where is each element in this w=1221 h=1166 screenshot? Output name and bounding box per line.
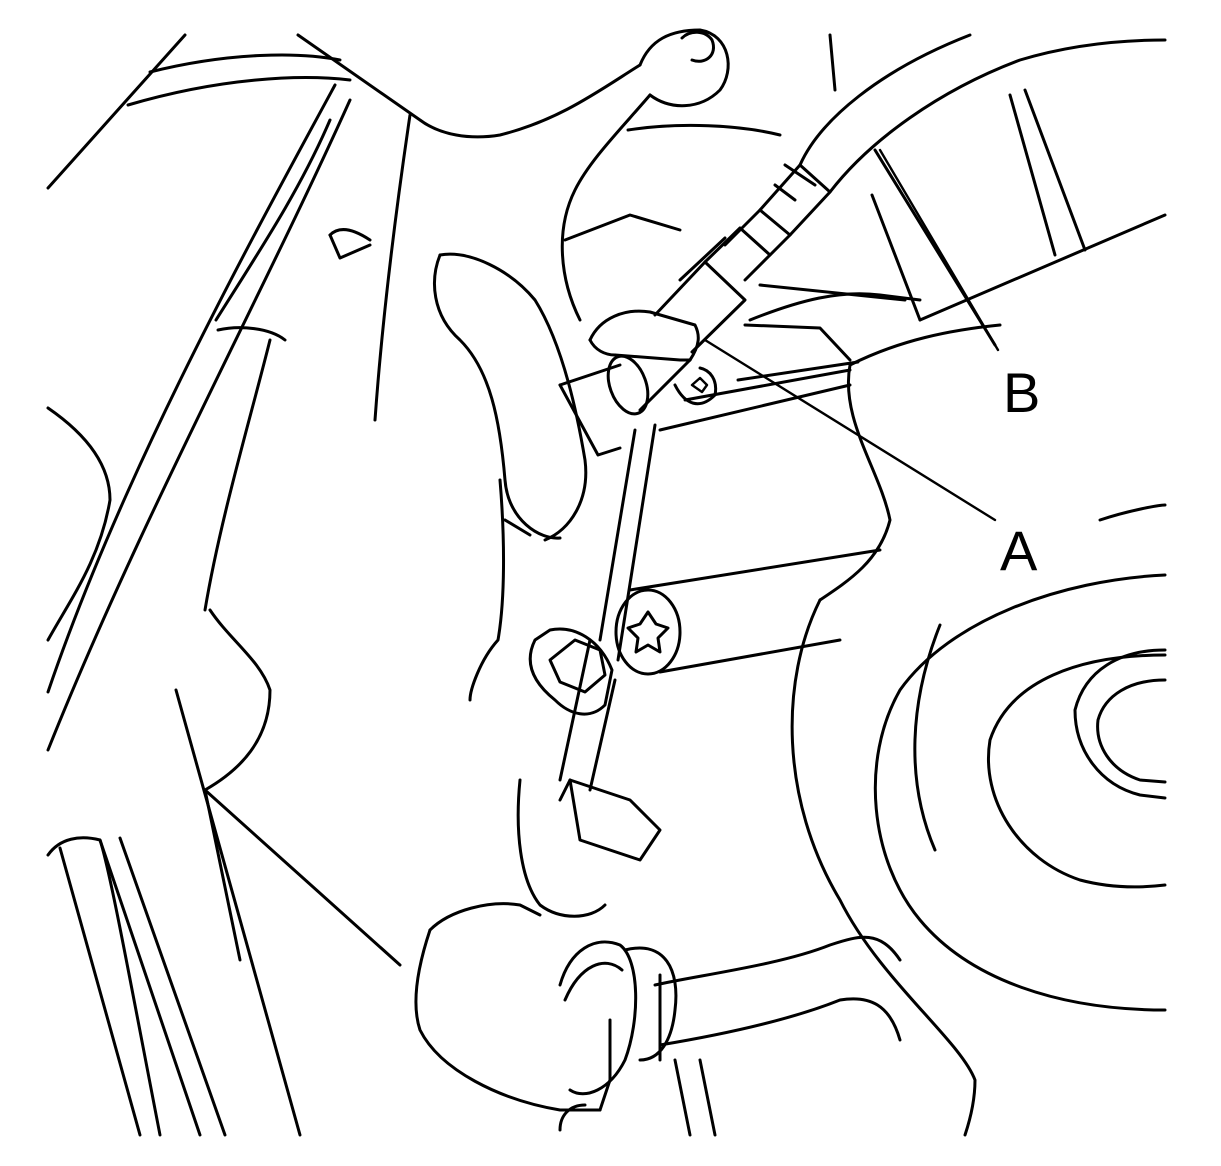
callout-label-b: B — [1003, 361, 1040, 424]
sensor-assembly — [588, 33, 1167, 416]
leader-line-a — [703, 338, 997, 522]
round-housing — [790, 503, 1167, 1137]
rods-fasteners — [528, 423, 682, 862]
callout-leaders — [703, 148, 1000, 522]
lower-left-duct — [46, 836, 227, 1137]
left-panel-edges — [46, 33, 402, 1137]
leader-line-b — [878, 148, 1000, 352]
upper-bracket — [296, 28, 837, 422]
callout-label-a: A — [1000, 519, 1038, 582]
bottom-link — [414, 778, 902, 1137]
right-framework — [628, 88, 1167, 674]
bracket-arm — [433, 213, 682, 702]
